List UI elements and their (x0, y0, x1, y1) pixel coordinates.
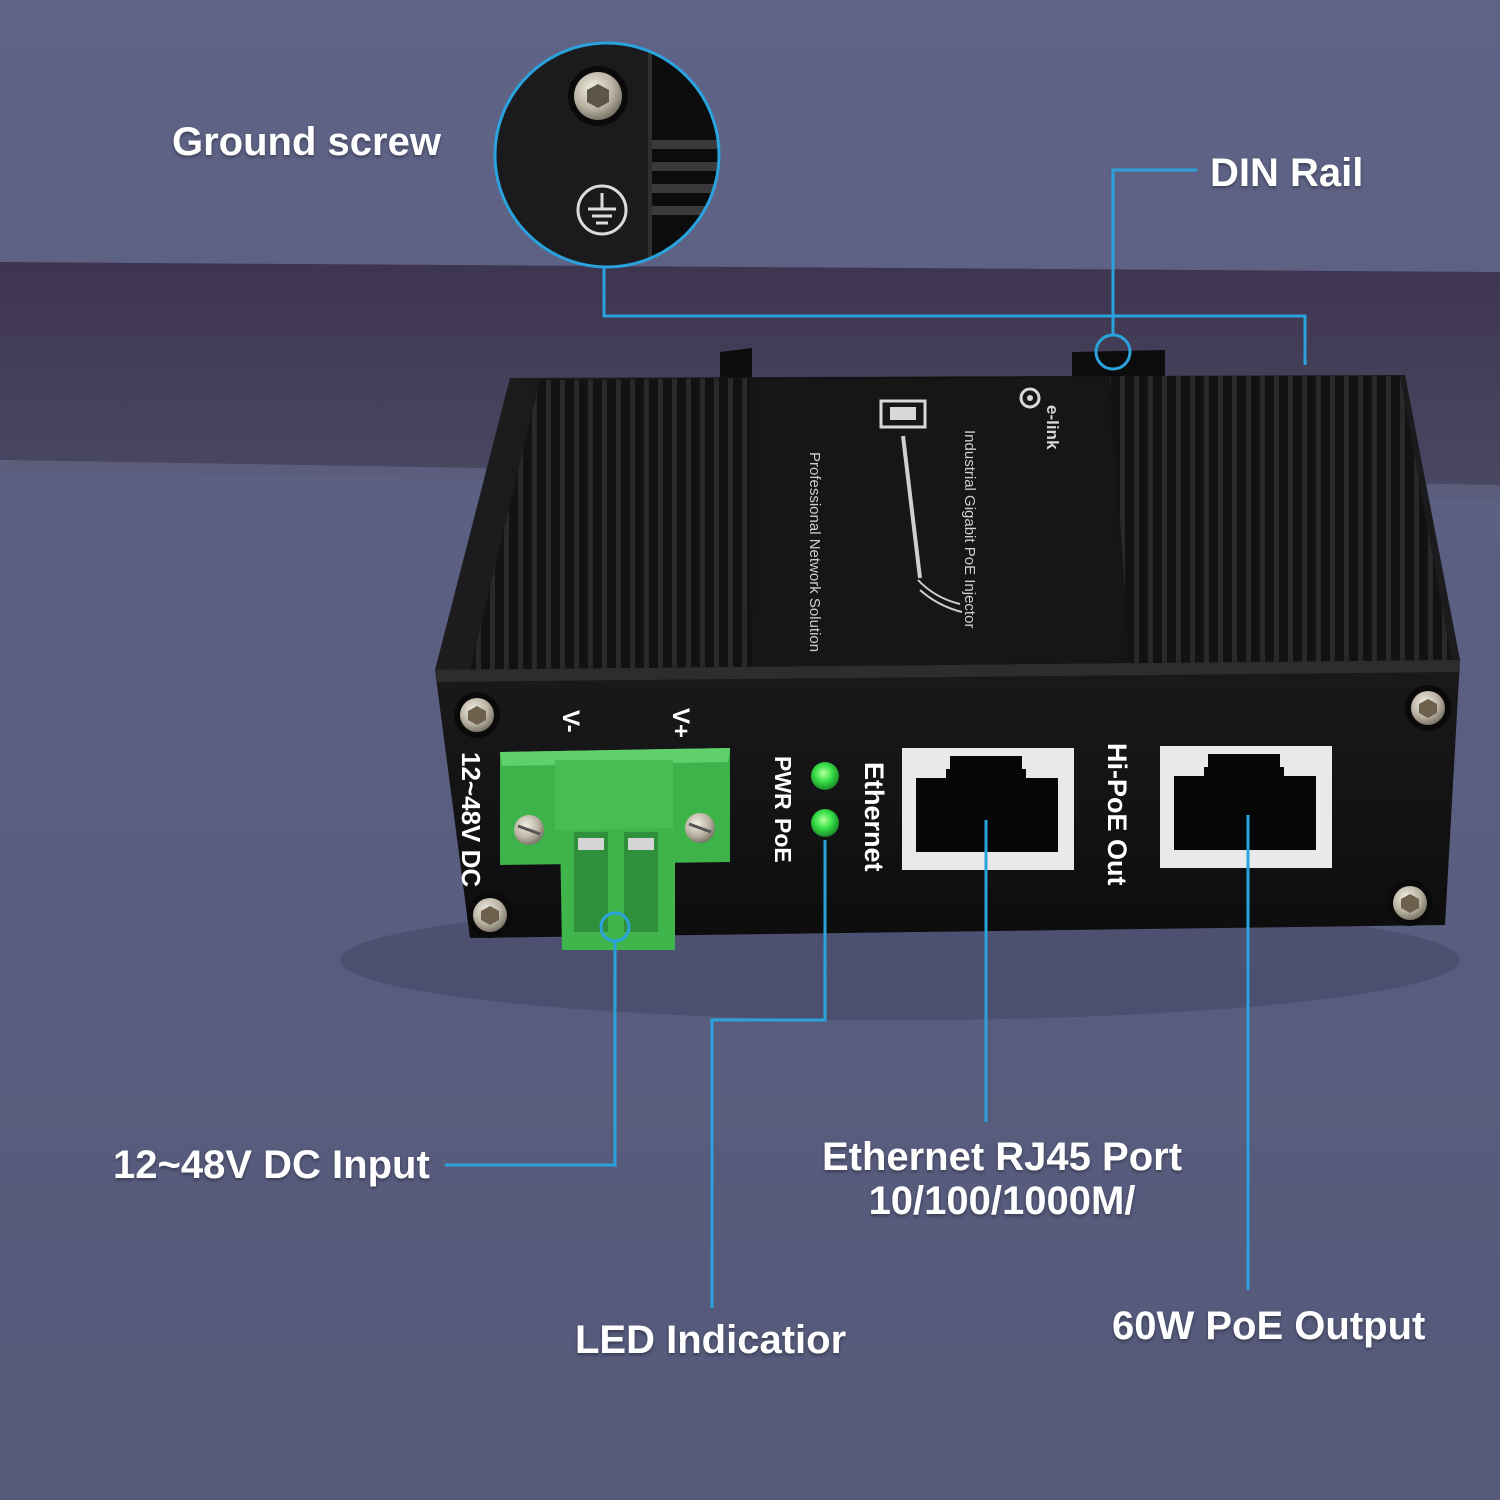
ground-screw (568, 66, 628, 126)
ethernet-rj45-port (902, 748, 1074, 870)
power-range-label: 12~48V DC (456, 752, 486, 887)
ethernet-port-callout-line1: Ethernet RJ45 Port (821, 1135, 1183, 1179)
brand-name: e-link (1043, 405, 1062, 450)
ground-screw-callout: Ground screw (172, 120, 441, 164)
callout-lines (445, 168, 1307, 1308)
din-rail-callout: DIN Rail (1210, 151, 1364, 195)
front-edge-highlight (435, 660, 1460, 682)
label-panel (752, 377, 1128, 668)
heatsink-fins-right (1110, 376, 1452, 664)
hipoe-rj45-port (1160, 746, 1332, 868)
mount-screw-top-left (454, 692, 500, 738)
heatsink-fins-left (470, 378, 752, 670)
mount-screw-bottom-left (467, 892, 513, 938)
led-leader (710, 840, 827, 1308)
led-pwr-label: PWR (770, 756, 796, 810)
ethernet-port-callout: Ethernet RJ45 Port 10/100/1000M/ (800, 1135, 1204, 1223)
din-rail-clip-right (1072, 350, 1165, 382)
network-port-icon (879, 399, 963, 613)
ground-symbol-icon (576, 184, 628, 236)
tagline: Professional Network Solution (806, 452, 823, 652)
poe-output-callout: 60W PoE Output (1112, 1304, 1426, 1348)
ethernet-port-label: Ethernet (859, 762, 889, 872)
brand-logo: e-link (1019, 387, 1062, 450)
led-indicator-callout: LED Indicatior (575, 1318, 847, 1362)
ground-screw-leader (602, 267, 1307, 365)
mount-screw-top-right (1405, 685, 1451, 731)
dc-terminal-block (500, 748, 730, 950)
terminal-plus-label: V+ (667, 708, 694, 738)
ground-screw-zoom-inset (493, 41, 721, 269)
dc-input-leader (445, 941, 617, 1167)
hipoe-port-label: Hi-PoE Out (1102, 743, 1132, 886)
poe-led (811, 809, 839, 837)
din-rail-marker (1094, 333, 1132, 371)
dc-input-callout: 12~48V DC Input (113, 1143, 430, 1187)
pwr-led (811, 762, 839, 790)
mount-screw-bottom-right (1387, 880, 1433, 926)
din-rail-clip-left (720, 348, 752, 380)
terminal-minus-label: V- (557, 710, 584, 733)
product-name: Industrial Gigabit PoE Injector (961, 430, 978, 628)
led-poe-label: PoE (770, 818, 796, 863)
ethernet-port-callout-line2: 10/100/1000M/ (868, 1179, 1136, 1223)
din-rail-leader (1111, 168, 1197, 335)
